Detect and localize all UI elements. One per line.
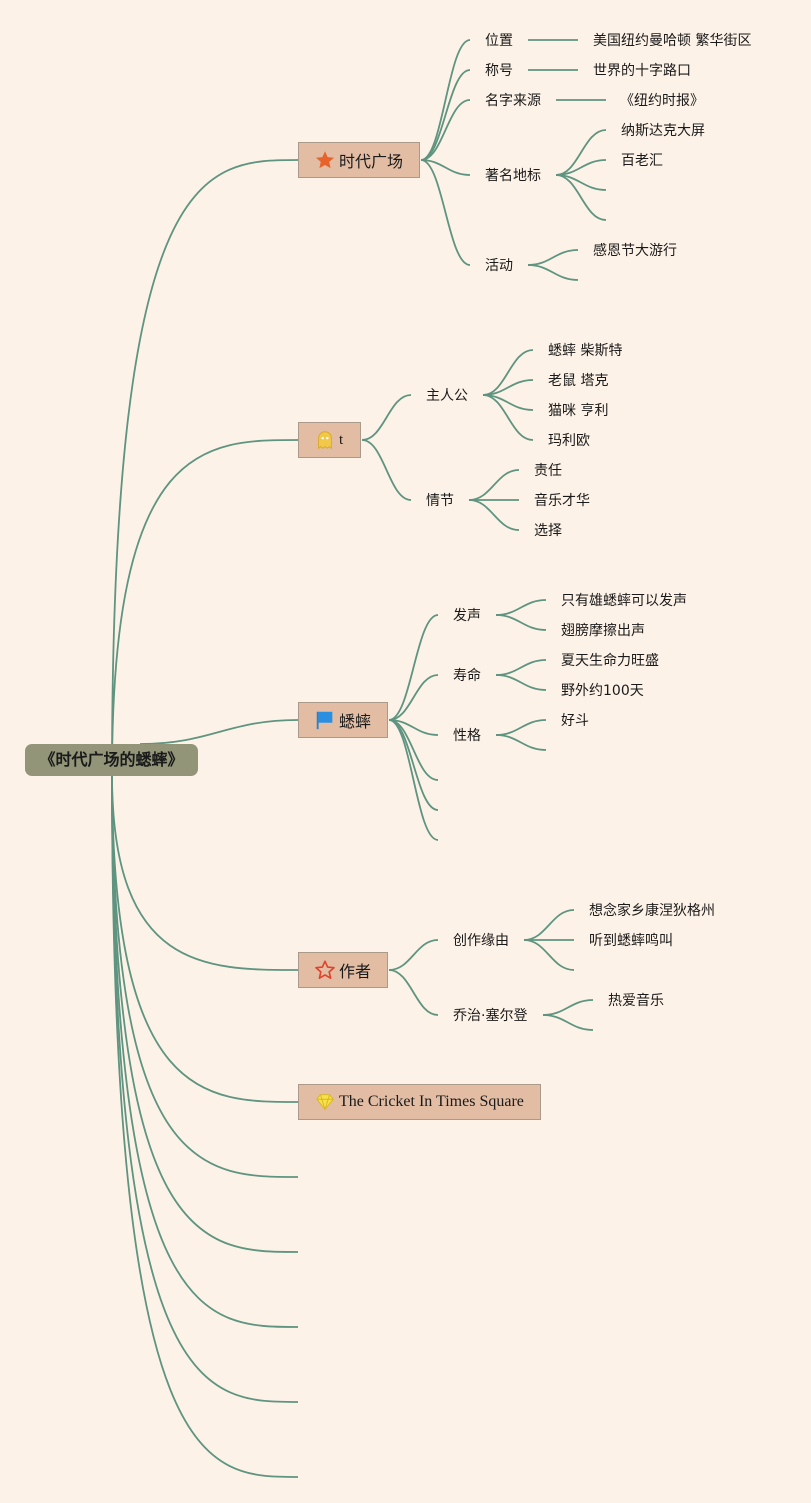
node-plot[interactable]: 情节 [426, 493, 454, 509]
topic-cricket[interactable]: 蟋蟀 [298, 702, 388, 738]
node-protagonist-4[interactable]: 玛利欧 [548, 433, 590, 449]
node-motivation-1[interactable]: 想念家乡康涅狄格州 [589, 903, 715, 919]
node-title-value[interactable]: 世界的十字路口 [593, 63, 691, 79]
topic-times-square[interactable]: 时代广场 [298, 142, 420, 178]
node-location[interactable]: 位置 [485, 33, 513, 49]
connector [523, 939, 575, 971]
connector [482, 394, 534, 441]
connector [468, 469, 520, 501]
connector [495, 659, 547, 676]
node-protagonists[interactable]: 主人公 [426, 388, 468, 404]
connector [111, 439, 299, 775]
node-location-value[interactable]: 美国纽约曼哈顿 繁华街区 [593, 33, 752, 49]
connector [542, 1014, 594, 1031]
connector [111, 773, 299, 1328]
topic-t[interactable]: t [298, 422, 361, 458]
node-protagonist-3[interactable]: 猫咪 亨利 [548, 403, 609, 419]
node-plot-3[interactable]: 选择 [534, 523, 562, 539]
node-person-1[interactable]: 热爱音乐 [608, 993, 664, 1009]
node-motivation-2[interactable]: 听到蟋蟀鸣叫 [589, 933, 673, 949]
node-sound-2[interactable]: 翅膀摩擦出声 [561, 623, 645, 639]
connector [388, 674, 439, 721]
node-landmark-2[interactable]: 百老汇 [621, 153, 663, 169]
connector [420, 99, 471, 161]
ghost-icon [314, 429, 336, 451]
root-topic[interactable]: 《时代广场的蟋蟀》 [25, 744, 198, 776]
node-life-2[interactable]: 野外约100天 [561, 683, 644, 699]
node-plot-1[interactable]: 责任 [534, 463, 562, 479]
connector [495, 614, 547, 631]
connector [111, 159, 299, 775]
topic-label: 蟋蟀 [339, 712, 372, 731]
topic-english-title[interactable]: The Cricket In Times Square [298, 1084, 541, 1120]
connector [495, 719, 547, 736]
connector [388, 614, 439, 721]
connector [111, 773, 299, 1103]
connector [420, 159, 471, 266]
connector [495, 674, 547, 691]
connector [527, 249, 579, 266]
node-motivation[interactable]: 创作缘由 [453, 933, 509, 949]
topic-label: The Cricket In Times Square [339, 1093, 524, 1110]
connector [111, 773, 299, 971]
node-landmark-1[interactable]: 纳斯达克大屏 [621, 123, 705, 139]
topic-author[interactable]: 作者 [298, 952, 388, 988]
connector [111, 773, 299, 1478]
node-plot-2[interactable]: 音乐才华 [534, 493, 590, 509]
diamond-icon [314, 1091, 336, 1113]
node-protagonist-2[interactable]: 老鼠 塔克 [548, 373, 609, 389]
node-activity-1[interactable]: 感恩节大游行 [593, 243, 677, 259]
star-outline-icon [314, 959, 336, 981]
connector [527, 264, 579, 281]
node-sound-1[interactable]: 只有雄蟋蟀可以发声 [561, 593, 687, 609]
node-protagonist-1[interactable]: 蟋蟀 柴斯特 [548, 343, 623, 359]
node-name-source-value[interactable]: 《纽约时报》 [620, 93, 704, 109]
connector [495, 599, 547, 616]
connector [388, 719, 439, 781]
node-sound[interactable]: 发声 [453, 608, 481, 624]
connector [361, 439, 412, 501]
flag-icon [314, 709, 336, 731]
node-landmarks[interactable]: 著名地标 [485, 168, 541, 184]
connector [420, 69, 471, 161]
connector [523, 909, 575, 941]
node-title[interactable]: 称号 [485, 63, 513, 79]
connector [361, 394, 412, 441]
connector [388, 969, 439, 1016]
topic-label: 作者 [339, 962, 372, 981]
connector [542, 999, 594, 1016]
node-activity[interactable]: 活动 [485, 258, 513, 274]
connector [388, 719, 439, 841]
node-life-1[interactable]: 夏天生命力旺盛 [561, 653, 659, 669]
node-name-source[interactable]: 名字来源 [485, 93, 541, 109]
connector [111, 773, 299, 1178]
connector [495, 734, 547, 751]
connector [139, 719, 299, 745]
node-life[interactable]: 寿命 [453, 668, 481, 684]
connector [468, 499, 520, 531]
connector [420, 159, 471, 176]
connector [555, 174, 607, 221]
connector [111, 773, 299, 1253]
connector [420, 39, 471, 161]
topic-label: 时代广场 [339, 152, 404, 171]
node-nature-1[interactable]: 好斗 [561, 713, 589, 729]
connector [111, 773, 299, 1403]
node-nature[interactable]: 性格 [453, 728, 481, 744]
connector [388, 939, 439, 971]
node-person[interactable]: 乔治·塞尔登 [453, 1008, 528, 1024]
topic-label: t [339, 431, 344, 448]
star-filled-icon [314, 149, 336, 171]
